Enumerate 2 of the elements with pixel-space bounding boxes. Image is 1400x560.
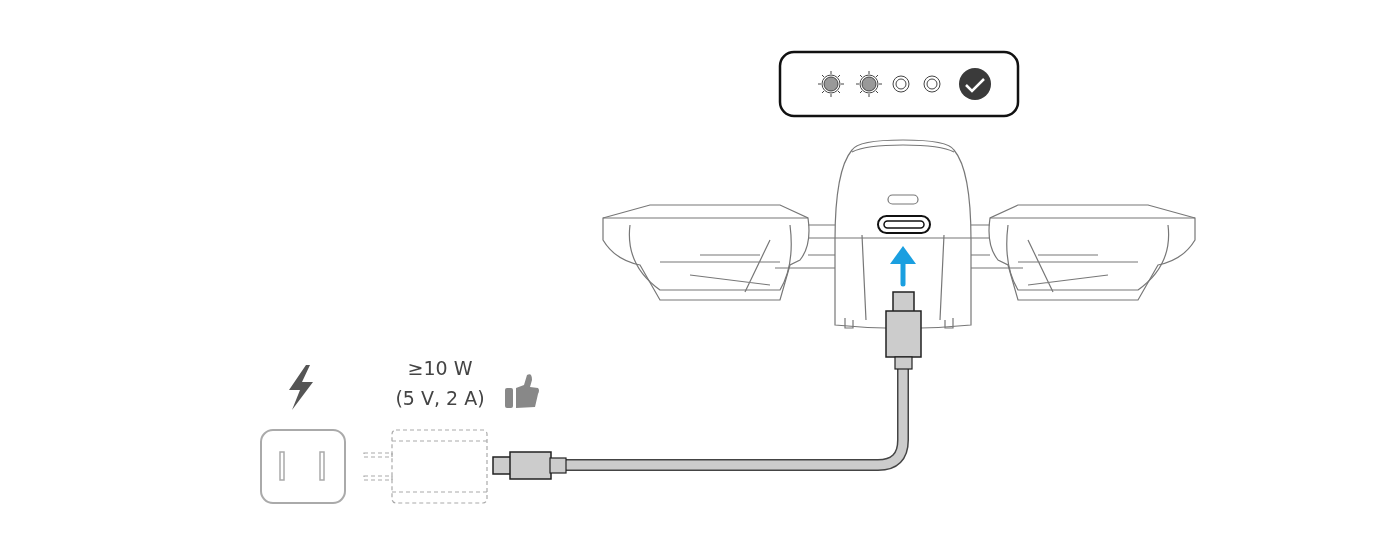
charger-rating-text: (5 V, 2 A) <box>395 387 485 409</box>
charger-rating-text: ≥10 W <box>407 357 473 379</box>
